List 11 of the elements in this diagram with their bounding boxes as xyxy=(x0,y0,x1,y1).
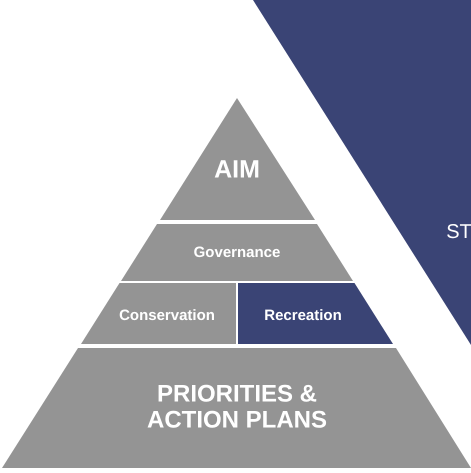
pyramid-tier xyxy=(81,283,236,344)
pyramid-tier xyxy=(160,98,315,220)
pyramid-tier xyxy=(2,348,471,468)
tier-label: Recreation xyxy=(264,308,342,324)
band-label: ST xyxy=(446,221,471,243)
tier-label: Governance xyxy=(194,244,280,262)
tier-label: Conservation xyxy=(119,308,215,324)
tier-label: AIM xyxy=(214,156,260,184)
highlighted-tier xyxy=(238,283,393,344)
pyramid-tier xyxy=(121,224,353,281)
tier-label: PRIORITIES & ACTION PLANS xyxy=(146,382,328,434)
